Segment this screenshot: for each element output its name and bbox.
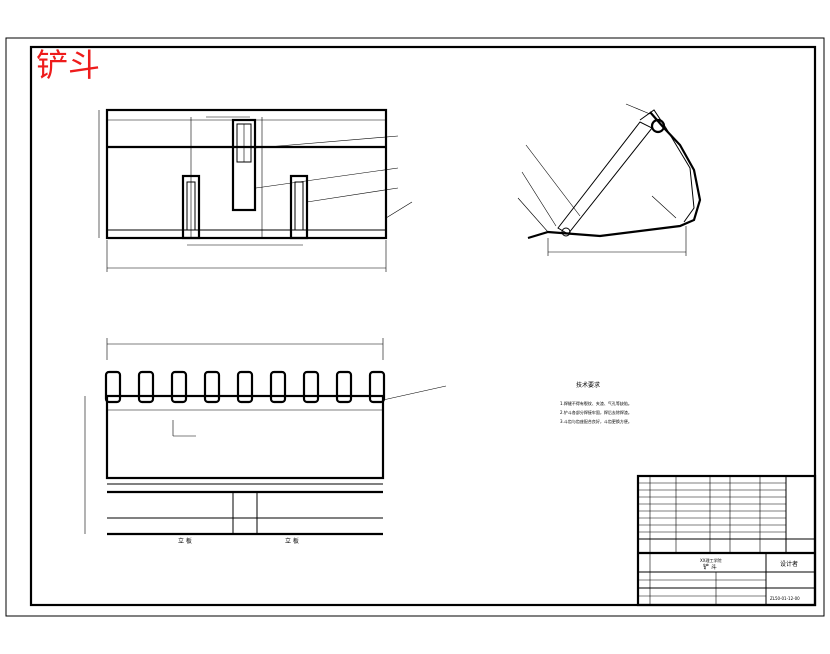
top-view [98,108,413,272]
inner-frame [29,45,817,607]
front-view [84,338,447,536]
bucket-teeth [104,370,386,404]
tech-item: 2.铲斗各部分焊接牢固，焊后去除焊渣。 [560,409,632,415]
tech-requirements: 技术要求 1.焊缝不得有裂纹、夹渣、气孔等缺陷。 2.铲斗各部分焊接牢固，焊后去… [560,381,632,424]
label-right-plate: 立 板 [285,537,299,545]
part-name: 铲 斗 [703,563,717,571]
drawing-number: ZL50-01-12-00 [770,596,800,601]
designer-stamp: 设计者 [780,560,798,568]
tech-item: 1.焊缝不得有裂纹、夹渣、气孔等缺陷。 [560,400,632,406]
label-left-plate: 立 板 [178,537,192,545]
drawing-title: 铲斗 [36,46,100,84]
title-block: XX理工学院 铲 斗 设计者 ZL50-01-12-00 [636,474,817,607]
tech-item: 3.斗齿与齿座配合良好，斗齿更换方便。 [560,418,632,424]
tech-heading: 技术要求 [576,381,600,389]
school-name: XX理工学院 [700,557,721,563]
outer-frame [5,37,825,617]
side-view [517,103,702,256]
